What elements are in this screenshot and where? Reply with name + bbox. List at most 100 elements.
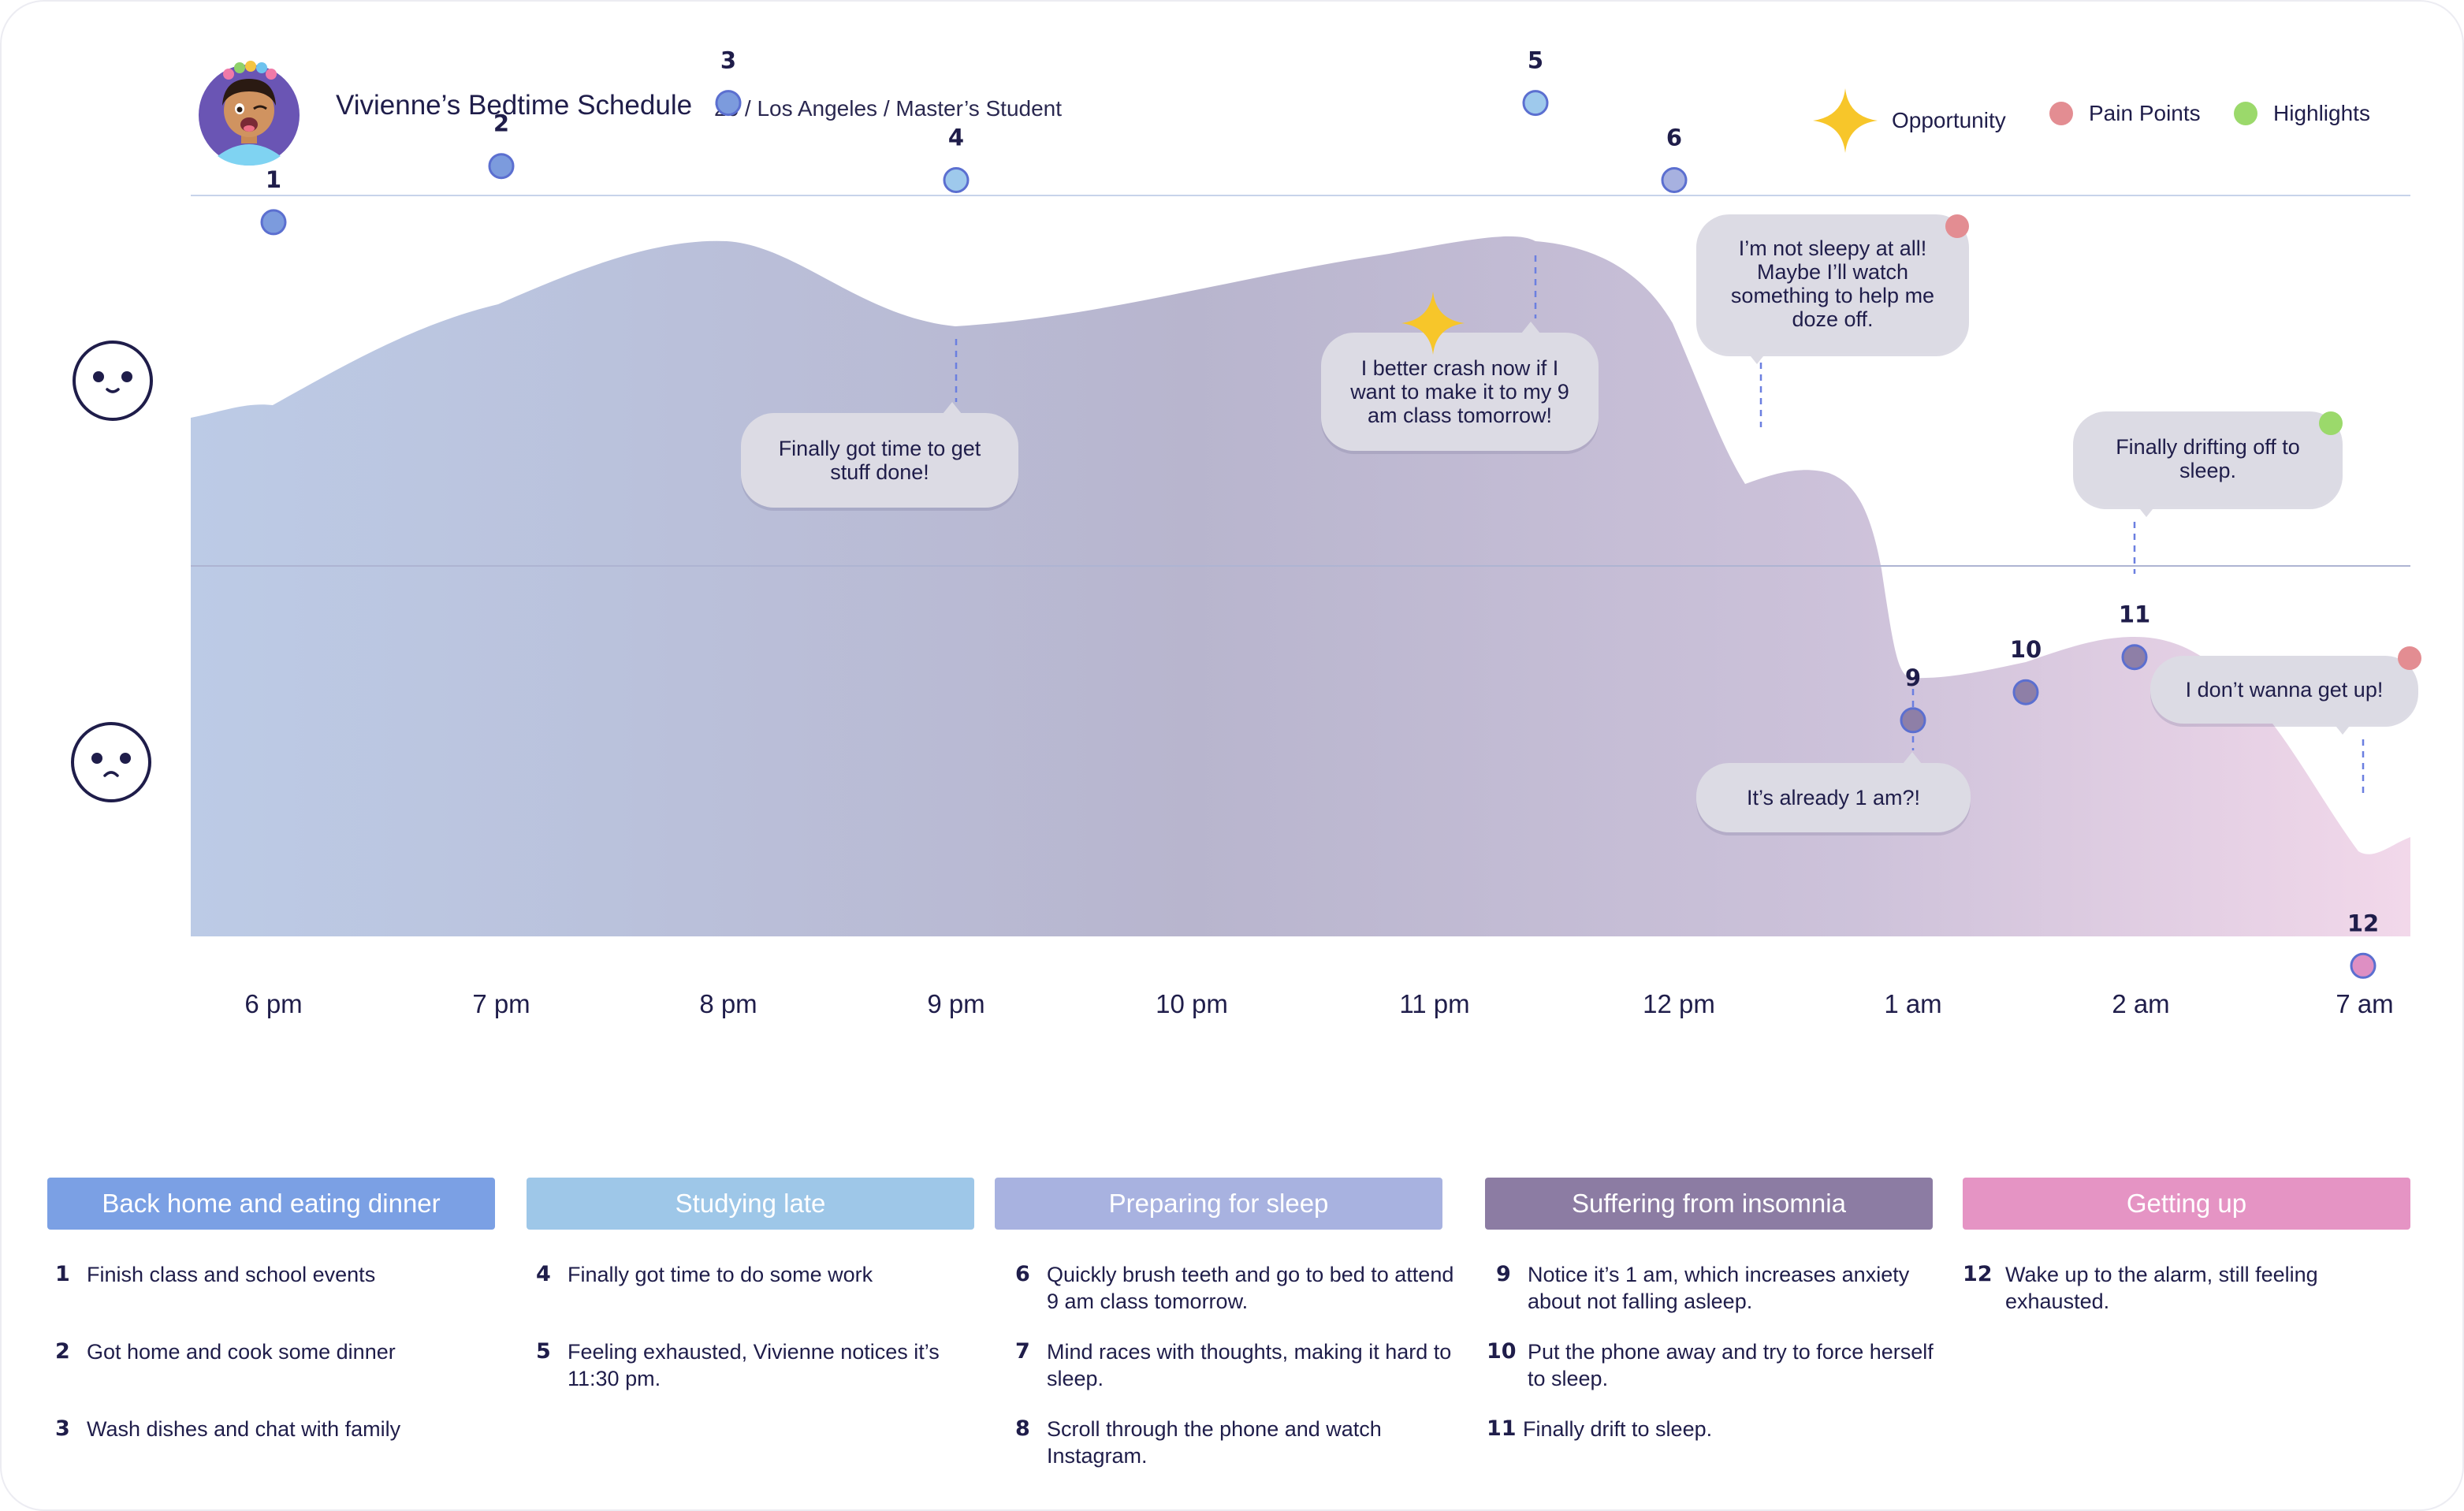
step-text: Quickly brush teeth and go to bed to att… bbox=[1047, 1263, 1454, 1313]
step-text: Mind races with thoughts, making it hard… bbox=[1047, 1340, 1452, 1390]
persona-details: 26 / Los Angeles / Master’s Student bbox=[714, 96, 1063, 121]
mood-point-label: 4 bbox=[948, 125, 964, 151]
phase-studying-late: Studying late bbox=[527, 1178, 974, 1230]
pain-point-badge-icon bbox=[2398, 646, 2421, 670]
callout-point-11: Finally drifting off to sleep. bbox=[2073, 411, 2343, 517]
step-12: 12 Wake up to the alarm, still feeling e… bbox=[1963, 1261, 2368, 1315]
x-tick-label: 11 pm bbox=[1399, 989, 1469, 1018]
callout-point-12: I don’t wanna get up! bbox=[2150, 646, 2421, 735]
legend-highlights-label: Highlights bbox=[2273, 101, 2370, 125]
callout-point-5: I better crash now if I want to make it … bbox=[1321, 291, 1599, 451]
phase-title: Studying late bbox=[527, 1178, 974, 1230]
legend-opportunity-label: Opportunity bbox=[1892, 108, 2006, 132]
mood-point bbox=[943, 167, 970, 193]
avatar bbox=[199, 61, 300, 166]
callout-text: I’m not sleepy at all! Maybe I’ll watch … bbox=[1730, 236, 1935, 331]
mood-point-label: 2 bbox=[493, 110, 509, 137]
step-text: Put the phone away and try to force hers… bbox=[1528, 1340, 1934, 1390]
x-tick-label: 9 pm bbox=[927, 989, 984, 1018]
mood-area bbox=[191, 236, 2410, 936]
step-number: 3 bbox=[55, 1416, 70, 1441]
callout-text: I don’t wanna get up! bbox=[2185, 678, 2384, 702]
x-tick-label: 6 pm bbox=[244, 989, 302, 1018]
step-number: 2 bbox=[55, 1339, 70, 1364]
mood-point-label: 11 bbox=[2119, 601, 2150, 628]
legend-opportunity: Opportunity bbox=[1811, 87, 2006, 154]
callout-point-9: It’s already 1 am?! bbox=[1696, 752, 1971, 832]
opportunity-star-icon bbox=[1401, 291, 1465, 355]
phase-title: Preparing for sleep bbox=[995, 1178, 1442, 1230]
highlight-dot-icon bbox=[2234, 102, 2257, 125]
mood-point-label: 12 bbox=[2347, 910, 2379, 936]
pain-point-dot-icon bbox=[2049, 102, 2073, 125]
mood-point bbox=[2350, 952, 2377, 979]
step-number: 7 bbox=[1015, 1339, 1030, 1364]
step-text: Finally drift to sleep. bbox=[1523, 1417, 1713, 1441]
phase-back-home: Back home and eating dinner bbox=[47, 1178, 495, 1230]
mood-point-label: 6 bbox=[1666, 125, 1682, 151]
x-tick-label: 7 pm bbox=[472, 989, 530, 1018]
step-text: Scroll through the phone and watch Insta… bbox=[1047, 1417, 1382, 1468]
step-4: 4 Finally got time to do some work bbox=[536, 1261, 977, 1288]
step-number: 12 bbox=[1963, 1262, 1993, 1286]
pain-point-badge-icon bbox=[1945, 214, 1969, 238]
phase-getting-up: Getting up bbox=[1963, 1178, 2410, 1230]
sparkle-star-icon bbox=[1813, 88, 1878, 153]
callout-tail bbox=[1903, 752, 1922, 764]
step-6: 6 Quickly brush teeth and go to bed to a… bbox=[1015, 1261, 1457, 1315]
step-text: Wash dishes and chat with family bbox=[87, 1417, 401, 1441]
highlight-badge-icon bbox=[2319, 411, 2343, 435]
step-11: 11 Finally drift to sleep. bbox=[1487, 1416, 1933, 1442]
mood-point-label: 1 bbox=[266, 166, 281, 193]
callout-tail bbox=[943, 402, 962, 414]
callout-text: It’s already 1 am?! bbox=[1746, 786, 1921, 809]
step-1: 1 Finish class and school events bbox=[55, 1261, 497, 1288]
x-tick-label: 7 am bbox=[2336, 989, 2393, 1018]
step-text: Feeling exhausted, Vivienne notices it’s… bbox=[568, 1340, 940, 1390]
callout-tail bbox=[1521, 322, 1540, 333]
mood-point-label: 10 bbox=[2010, 636, 2042, 663]
callout-text: I better crash now if I want to make it … bbox=[1350, 356, 1569, 427]
callout-text: Finally got time to get stuff done! bbox=[778, 437, 981, 484]
x-tick-label: 2 am bbox=[2112, 989, 2169, 1018]
x-tick-label: 10 pm bbox=[1156, 989, 1228, 1018]
x-tick-label: 8 pm bbox=[699, 989, 757, 1018]
phase-title: Getting up bbox=[1963, 1178, 2410, 1230]
step-10: 10 Put the phone away and try to force h… bbox=[1487, 1338, 1937, 1392]
step-number: 9 bbox=[1496, 1262, 1511, 1286]
step-number: 1 bbox=[55, 1262, 70, 1286]
step-9: 9 Notice it’s 1 am, which increases anxi… bbox=[1496, 1261, 1937, 1315]
phase-title: Suffering from insomnia bbox=[1485, 1178, 1933, 1230]
callout-tail bbox=[2137, 505, 2156, 517]
mood-point bbox=[715, 90, 742, 117]
step-number: 8 bbox=[1015, 1416, 1030, 1441]
mood-point-label: 5 bbox=[1528, 47, 1543, 74]
callout-text: Finally drifting off to sleep. bbox=[2116, 435, 2300, 482]
page-title: Vivienne’s Bedtime Schedule bbox=[336, 90, 693, 121]
step-text: Notice it’s 1 am, which increases anxiet… bbox=[1528, 1263, 1910, 1313]
step-number: 6 bbox=[1015, 1262, 1030, 1286]
mood-point bbox=[1900, 707, 1926, 734]
step-text: Got home and cook some dinner bbox=[87, 1340, 396, 1364]
step-3: 3 Wash dishes and chat with family bbox=[55, 1416, 497, 1442]
step-text: Wake up to the alarm, still feeling exha… bbox=[2005, 1263, 2318, 1313]
mood-point bbox=[488, 153, 515, 180]
step-text: Finish class and school events bbox=[87, 1263, 376, 1286]
mood-point bbox=[2012, 679, 2039, 705]
step-2: 2 Got home and cook some dinner bbox=[55, 1338, 497, 1365]
callout-tail bbox=[2333, 723, 2352, 735]
mood-point-label: 9 bbox=[1905, 664, 1921, 691]
step-number: 11 bbox=[1487, 1416, 1517, 1441]
mood-point bbox=[1661, 167, 1688, 193]
step-number: 5 bbox=[536, 1339, 551, 1364]
callout-tail bbox=[1748, 352, 1766, 364]
step-7: 7 Mind races with thoughts, making it ha… bbox=[1015, 1338, 1457, 1392]
phase-title: Back home and eating dinner bbox=[47, 1178, 495, 1230]
legend-pain-points: Pain Points bbox=[2049, 101, 2201, 126]
sad-face-icon bbox=[71, 722, 151, 802]
mood-point bbox=[260, 209, 287, 236]
happy-face-icon bbox=[73, 341, 153, 421]
